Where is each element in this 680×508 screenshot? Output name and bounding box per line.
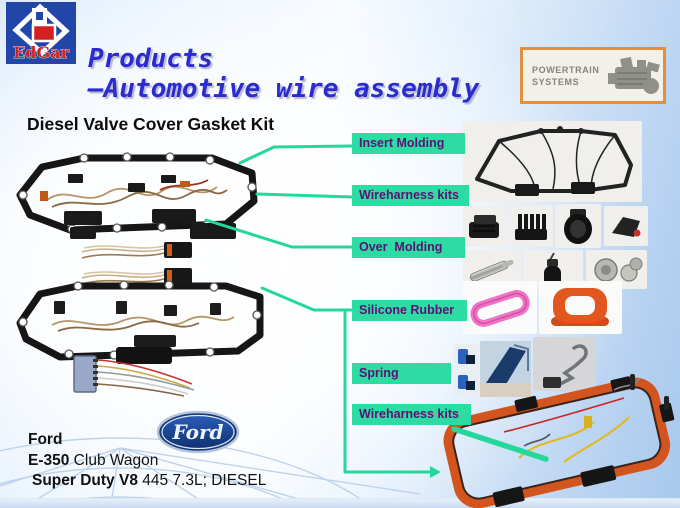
assembly-gasket-ring (443, 377, 671, 508)
vehicle-info: Ford E-350 Club Wagon Super Duty V8 445 … (28, 430, 266, 492)
line-wireharness-top (255, 192, 354, 199)
photo-connector-1 (463, 206, 507, 247)
vehicle-model: E-350 Club Wagon (28, 451, 159, 469)
label-wireharness-kits-bottom: Wireharness kits (352, 404, 471, 425)
label-spring: Spring (352, 363, 451, 384)
vehicle-trim: Super Duty V8 445 7.3L; DIESEL (32, 472, 267, 489)
orange-connector-bits (40, 181, 190, 201)
harness-wires (51, 315, 235, 332)
engine-icon (608, 56, 660, 94)
label-over-molding: Over Molding (352, 237, 465, 258)
photo-spring-clip (533, 337, 595, 391)
label-wireharness-kits-top: Wireharness kits (352, 185, 469, 206)
section-title: Diesel Valve Cover Gasket Kit (27, 114, 275, 134)
edgar-house-icon: EdGar (12, 3, 70, 62)
photo-connector-boot (555, 204, 601, 248)
photo-spring-blue-2 (454, 371, 479, 396)
powertrain-badge-text: POWERTRAIN SYSTEMS (523, 64, 605, 88)
ford-logo: Ford (156, 410, 240, 454)
photo-spring-application (480, 341, 531, 397)
page-title: Products –Automotive wire assembly (88, 44, 479, 104)
title-line-1: Products (88, 44, 214, 74)
harness-connectors (54, 301, 221, 364)
edgar-logo-text: EdGar (13, 43, 69, 62)
photo-connector-2 (509, 205, 553, 247)
pigtail-connector-image (73, 355, 195, 397)
finished-harness-assembly-image (443, 374, 675, 508)
photo-spring-blue-1 (454, 344, 479, 370)
photo-metal-nuts (586, 250, 647, 289)
line-silicone-rubber (260, 286, 354, 312)
wire-connector-bundles-image (81, 242, 192, 285)
photo-connector-clip (604, 206, 648, 246)
powertrain-line2: SYSTEMS (532, 76, 580, 87)
photo-silicone-ring-pink (463, 281, 537, 334)
edgar-logo: EdGar (6, 2, 76, 64)
title-line-2: –Automotive wire assembly (88, 74, 480, 104)
powertrain-badge: POWERTRAIN SYSTEMS (520, 47, 666, 104)
gasket-with-harness-image-top (16, 152, 258, 239)
ford-logo-text: Ford (172, 420, 224, 444)
vehicle-make: Ford (28, 431, 63, 448)
bottom-strip-decoration (0, 498, 680, 508)
label-silicone-rubber: Silicone Rubber (352, 300, 467, 321)
bundle-connectors (164, 242, 192, 284)
label-insert-molding: Insert Molding (352, 133, 465, 154)
assembly-pins (584, 374, 669, 428)
pigtail-wires (97, 359, 195, 397)
assembly-connectors (492, 376, 675, 507)
photo-silicone-grommet-orange (539, 281, 622, 334)
photo-insert-molding-frame (463, 121, 642, 202)
gasket-with-harness-image-bottom (16, 280, 264, 364)
powertrain-line1: POWERTRAIN (532, 64, 600, 75)
